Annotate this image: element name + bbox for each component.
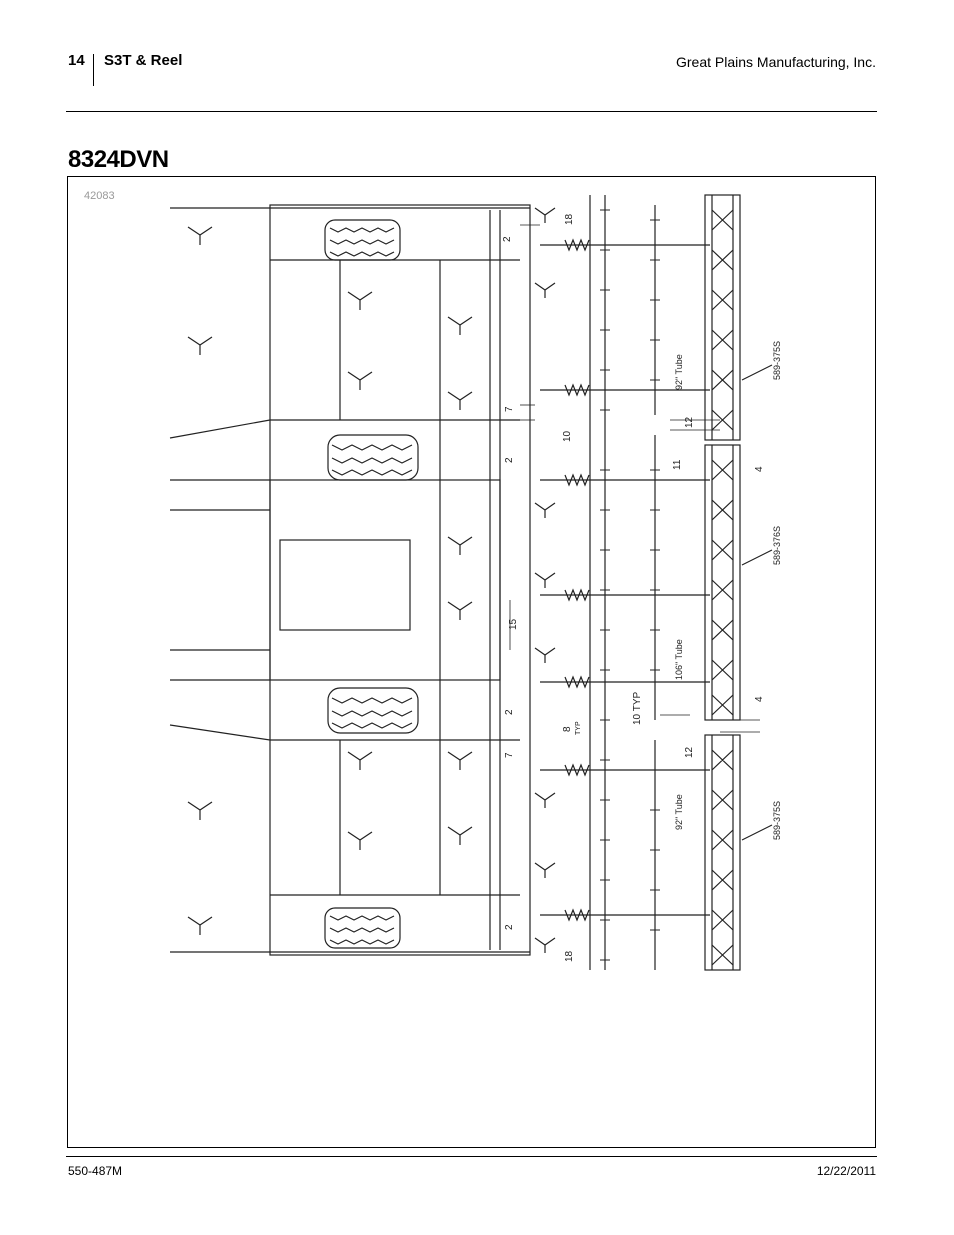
dim-10-typ: 10 TYP bbox=[632, 692, 643, 725]
dim-2-d: 2 bbox=[504, 924, 515, 930]
dim-18-bottom: 18 bbox=[564, 950, 575, 962]
shanks bbox=[187, 207, 556, 953]
figure-frame bbox=[67, 176, 876, 1148]
reel-basket-bottom bbox=[704, 734, 741, 971]
part-callout-bottom: 589-375S bbox=[772, 801, 782, 840]
tube-label-middle: 106" Tube bbox=[674, 639, 684, 680]
dim-8-typ: 8 bbox=[562, 726, 573, 732]
main-frame bbox=[269, 204, 531, 956]
dim-11: 11 bbox=[672, 459, 683, 470]
document-number: 550-487M bbox=[68, 1164, 123, 1178]
wheel-lower-center bbox=[327, 687, 419, 734]
dim-12-a: 12 bbox=[684, 416, 695, 428]
figure-number: 42083 bbox=[84, 190, 115, 202]
wheel-bottom bbox=[324, 907, 401, 949]
manual-title: S3T & Reel bbox=[104, 52, 183, 69]
tube-label-top: 92" Tube bbox=[674, 354, 684, 390]
tube-label-bottom: 92" Tube bbox=[674, 794, 684, 830]
dim-10-a: 10 bbox=[562, 430, 573, 442]
reel-basket-top bbox=[704, 194, 741, 441]
part-callout-middle: 589-376S bbox=[772, 526, 782, 565]
footer-rule bbox=[66, 1156, 877, 1157]
dim-15: 15 bbox=[508, 618, 519, 630]
dim-4-a: 4 bbox=[754, 466, 765, 472]
dim-12-b: 12 bbox=[684, 746, 695, 758]
reel-basket-middle bbox=[704, 444, 741, 721]
header-rule bbox=[66, 111, 877, 112]
dim-7-a: 7 bbox=[504, 406, 515, 412]
section-title: 8324DVN bbox=[68, 146, 169, 173]
spring-assemblies bbox=[540, 238, 710, 922]
wheel-top bbox=[324, 219, 401, 261]
dim-2-c: 2 bbox=[504, 709, 515, 715]
revision-date: 12/22/2011 bbox=[816, 1164, 876, 1178]
dim-2-b: 2 bbox=[504, 457, 515, 463]
company-name: Great Plains Manufacturing, Inc. bbox=[676, 54, 876, 70]
header-divider bbox=[93, 54, 94, 86]
part-callout-top: 589-375S bbox=[772, 341, 782, 380]
dim-2-a: 2 bbox=[502, 236, 513, 242]
typ-label: TYP bbox=[575, 721, 582, 735]
dim-7-b: 7 bbox=[504, 752, 515, 758]
page-number: 14 bbox=[68, 52, 85, 69]
wheel-upper-center bbox=[327, 434, 419, 481]
implement-drawing: 589-375S 589-376S 589-375S 92" Tube 106"… bbox=[169, 194, 782, 971]
dim-18-top: 18 bbox=[564, 213, 575, 225]
dim-4-b: 4 bbox=[754, 696, 765, 702]
